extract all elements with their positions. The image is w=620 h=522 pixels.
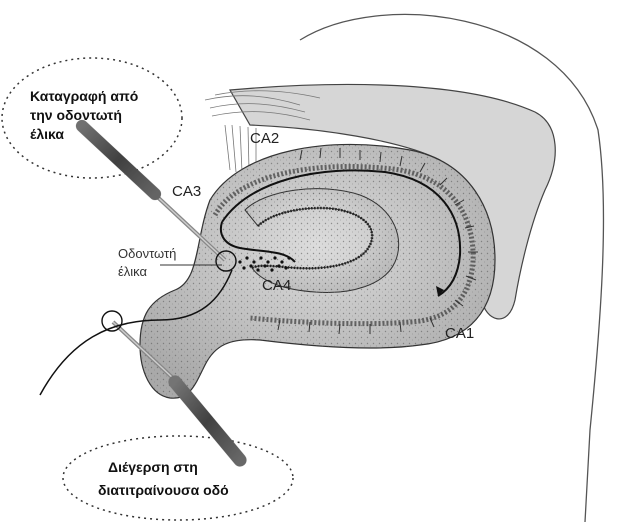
label-dentate-line-1: Οδοντωτή	[118, 246, 176, 261]
recording-electrode	[82, 126, 225, 260]
recording-callout-line-1: Καταγραφή από	[30, 88, 138, 104]
recording-callout-line-2: την οδοντωτή	[30, 107, 122, 123]
label-ca2: CA2	[250, 130, 279, 147]
recording-callout-line-3: έλικα	[30, 126, 64, 142]
stimulation-callout-line-1: Διέγερση στη	[108, 459, 198, 475]
label-ca3: CA3	[172, 183, 201, 200]
label-dentate-line-2: έλικα	[118, 264, 148, 279]
stimulation-callout-bubble	[63, 436, 293, 520]
label-ca1: CA1	[445, 325, 474, 342]
label-ca4: CA4	[262, 277, 291, 294]
stimulation-callout-line-2: διατιτραίνουσα οδό	[98, 482, 229, 498]
